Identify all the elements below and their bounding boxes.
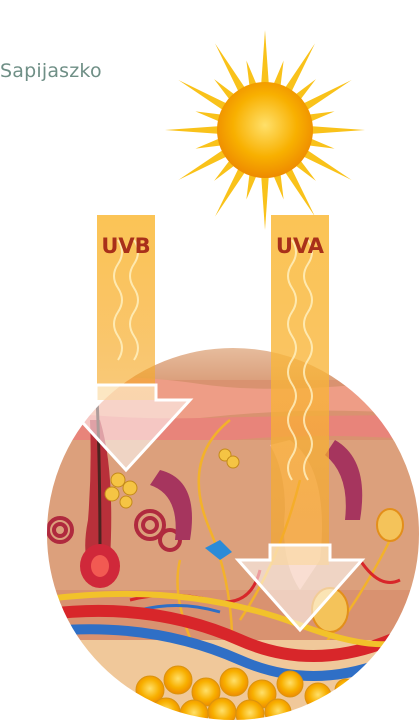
sun-ray [309,126,365,134]
uva-label: UVA [276,234,325,258]
sun-ray [165,126,221,134]
sun-icon [165,30,365,230]
sun-ray [261,30,269,86]
sun-ray [261,174,269,230]
uvb-label: UVB [101,234,150,258]
